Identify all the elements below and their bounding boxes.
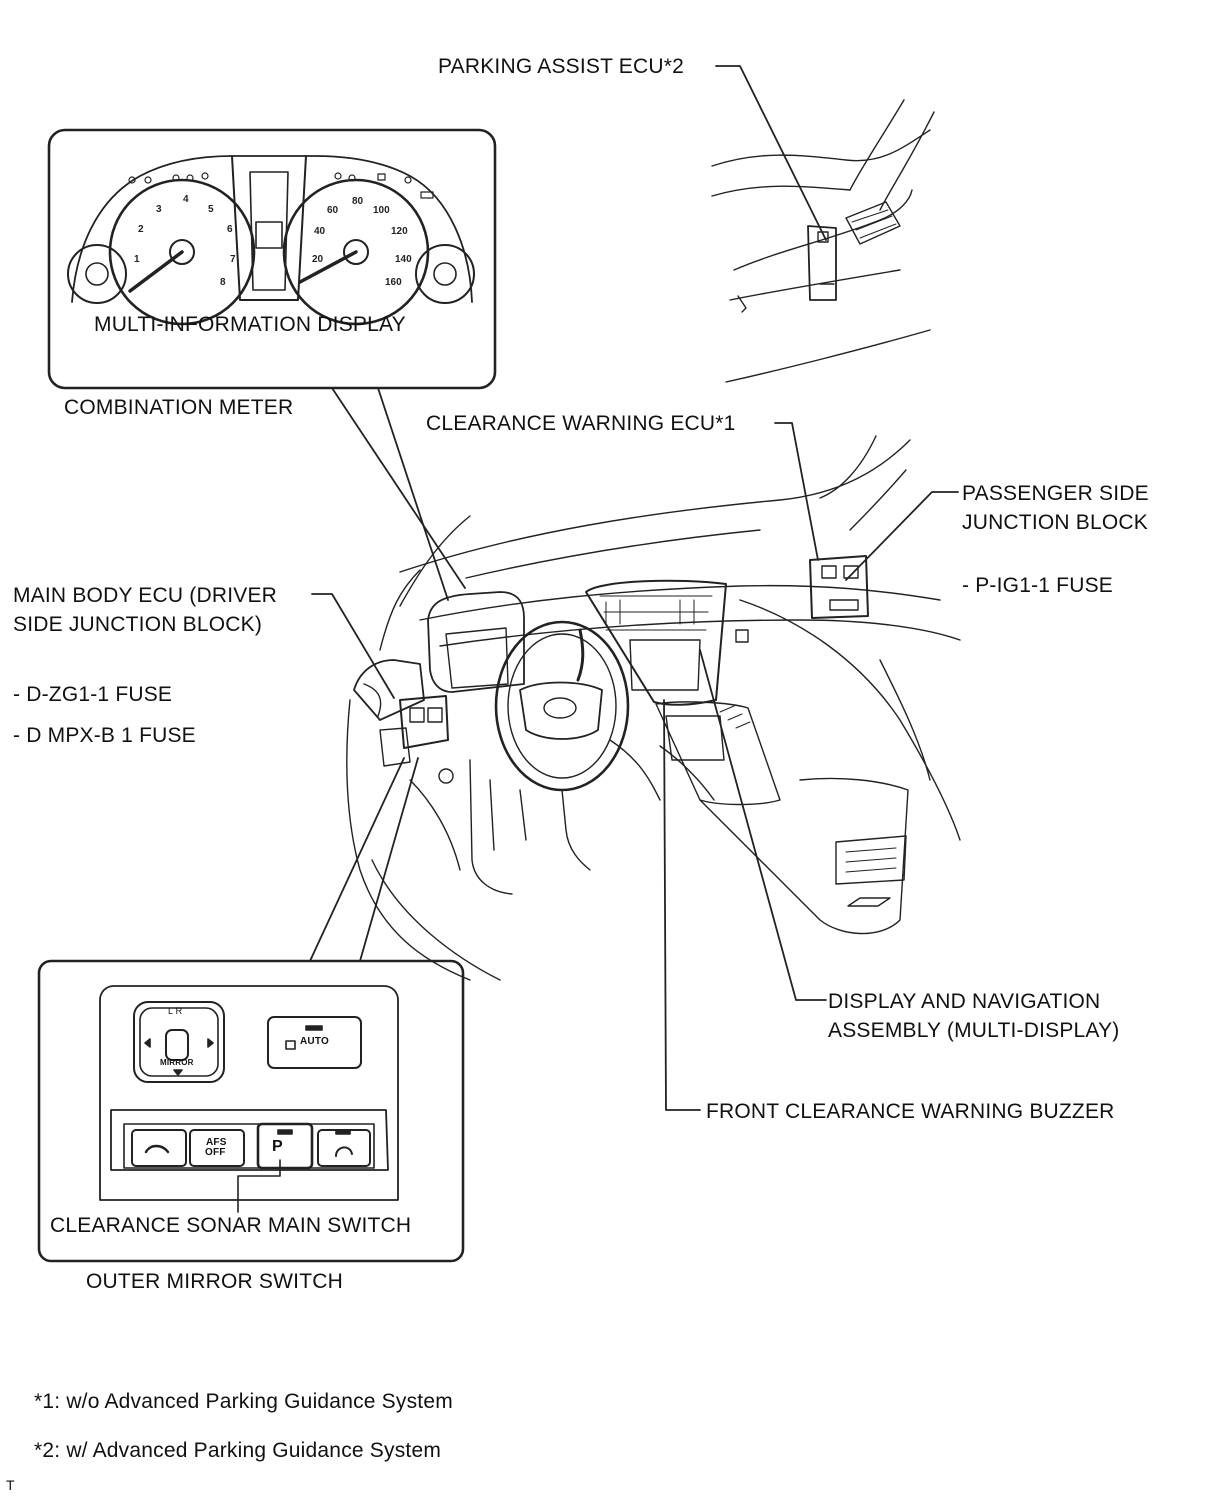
svg-text:6: 6	[227, 224, 233, 235]
combination-meter-label: COMBINATION METER	[64, 396, 294, 419]
svg-text:120: 120	[391, 226, 408, 237]
clearance-warning-ecu-label: CLEARANCE WARNING ECU*1	[426, 412, 736, 435]
svg-text:20: 20	[312, 254, 324, 265]
main-body-ecu-label-line2: SIDE JUNCTION BLOCK)	[13, 613, 263, 636]
svg-text:140: 140	[395, 254, 412, 265]
svg-text:1: 1	[134, 254, 140, 265]
main-body-ecu-label-line1: MAIN BODY ECU (DRIVER	[13, 584, 278, 607]
mirror-text: MIRROR	[160, 1058, 194, 1067]
svg-text:100: 100	[373, 205, 390, 216]
svg-text:2: 2	[138, 224, 144, 235]
corner-mark: T	[6, 1477, 15, 1493]
svg-text:40: 40	[314, 226, 326, 237]
svg-text:3: 3	[156, 204, 162, 215]
svg-text:80: 80	[352, 196, 364, 207]
parking-assist-ecu-view	[711, 99, 935, 383]
outer-mirror-switch-label: OUTER MIRROR SWITCH	[86, 1270, 343, 1293]
svg-text:8: 8	[220, 277, 226, 288]
footnote-2: *2: w/ Advanced Parking Guidance System	[34, 1439, 442, 1462]
d-mpx-fuse-label: - D MPX-B 1 FUSE	[13, 724, 196, 747]
svg-text:5: 5	[208, 204, 214, 215]
p-ig1-fuse-label: - P-IG1-1 FUSE	[962, 574, 1113, 597]
clearance-sonar-switch-label: CLEARANCE SONAR MAIN SWITCH	[50, 1214, 412, 1237]
svg-text:7: 7	[230, 254, 236, 265]
d-zg1-fuse-label: - D-ZG1-1 FUSE	[13, 683, 173, 706]
mirror-lr-text: L R	[168, 1006, 183, 1016]
footnote-1: *1: w/o Advanced Parking Guidance System	[34, 1390, 453, 1413]
auto-text: AUTO	[300, 1036, 329, 1047]
display-navigation-label-line2: ASSEMBLY (MULTI-DISPLAY)	[828, 1019, 1120, 1042]
sonar-switch-p-text: P	[272, 1138, 283, 1155]
svg-text:4: 4	[183, 194, 189, 205]
afs-text: AFS	[206, 1137, 227, 1148]
display-navigation-label-line1: DISPLAY AND NAVIGATION	[828, 990, 1101, 1013]
passenger-side-jb-label-line1: PASSENGER SIDE	[962, 482, 1149, 505]
multi-information-display-label: MULTI-INFORMATION DISPLAY	[94, 313, 406, 336]
parking-assist-ecu-label: PARKING ASSIST ECU*2	[438, 55, 684, 78]
front-clearance-buzzer-label: FRONT CLEARANCE WARNING BUZZER	[706, 1100, 1115, 1123]
passenger-side-jb-label-line2: JUNCTION BLOCK	[962, 511, 1148, 534]
dashboard-view	[346, 435, 961, 981]
outer-mirror-switch-inset	[37, 959, 465, 1263]
svg-text:60: 60	[327, 205, 339, 216]
svg-text:160: 160	[385, 277, 402, 288]
off-text: OFF	[205, 1147, 226, 1158]
